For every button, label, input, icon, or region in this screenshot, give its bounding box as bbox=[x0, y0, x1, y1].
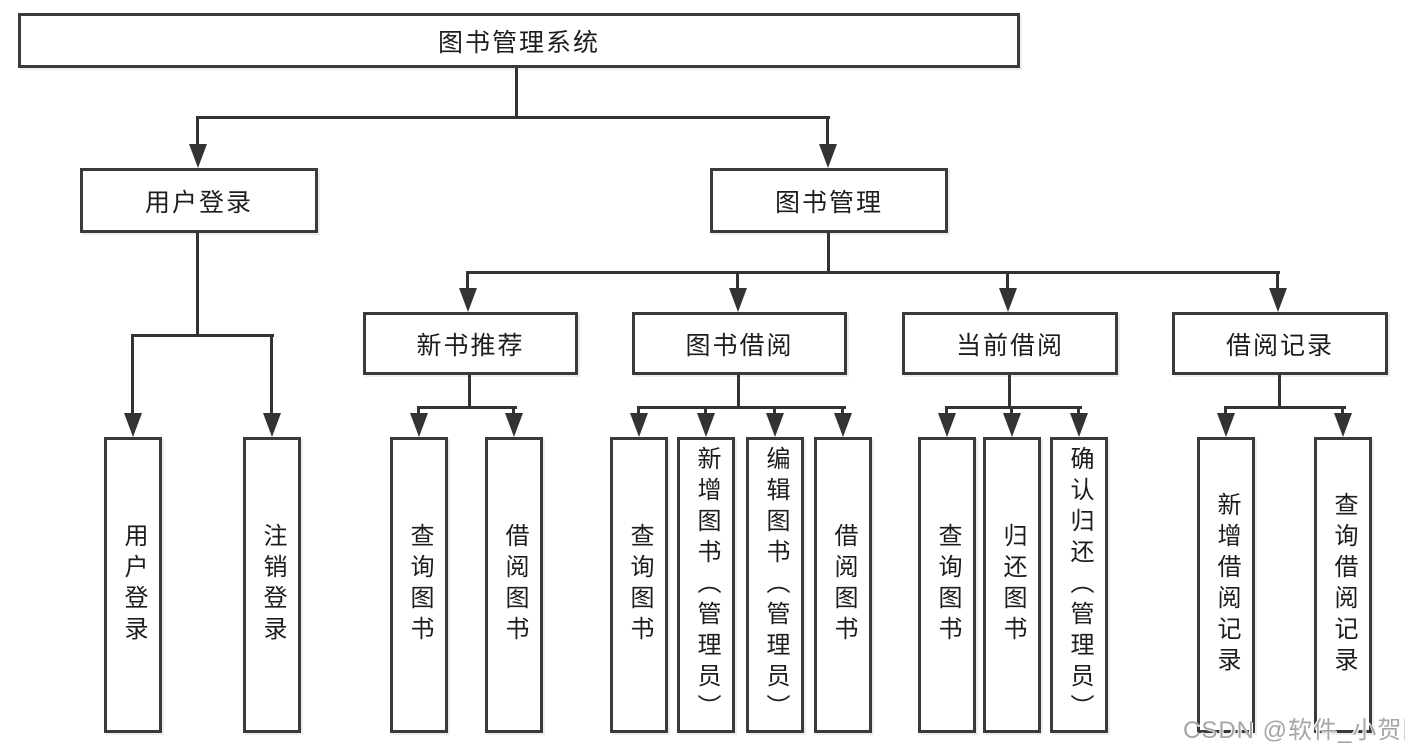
connector-book-mgmt-hline bbox=[466, 271, 1280, 274]
arrow-book-management bbox=[819, 144, 837, 168]
connector-borrow-records-trunk bbox=[1278, 375, 1281, 409]
leaf-logout: 注销登录 bbox=[243, 437, 301, 733]
connector-drop-user-login bbox=[196, 116, 199, 146]
leaf-query-books-3: 查询图书 bbox=[918, 437, 976, 733]
arrow-return-book bbox=[1003, 413, 1021, 437]
arrow-query-record bbox=[1334, 413, 1352, 437]
arrow-add-record bbox=[1217, 413, 1235, 437]
connector-drop-current-borrow bbox=[1006, 271, 1009, 290]
arrow-current-borrow bbox=[999, 288, 1017, 312]
node-book-management: 图书管理 bbox=[710, 168, 948, 233]
arrow-add-book bbox=[697, 413, 715, 437]
connector-drop-logout-leaf bbox=[270, 334, 273, 416]
node-new-book-recommend: 新书推荐 bbox=[363, 312, 578, 375]
leaf-user-login: 用户登录 bbox=[104, 437, 162, 733]
connector-current-borrow-trunk bbox=[1008, 375, 1011, 409]
node-library-management-system: 图书管理系统 bbox=[18, 13, 1020, 68]
arrow-login-leaf bbox=[124, 413, 142, 437]
connector-drop-borrow-records bbox=[1276, 271, 1279, 290]
arrow-borrow-records bbox=[1269, 288, 1287, 312]
connector-book-borrow-hline bbox=[637, 406, 846, 409]
connector-drop-query-record bbox=[1341, 406, 1344, 416]
node-borrowing-records: 借阅记录 bbox=[1172, 312, 1388, 375]
arrow-logout-leaf bbox=[263, 413, 281, 437]
leaf-borrow-books-2: 借阅图书 bbox=[814, 437, 872, 733]
csdn-watermark: CSDN @软件_小贺同学 bbox=[1183, 717, 1405, 744]
arrow-new-book bbox=[459, 288, 477, 312]
leaf-query-books-2: 查询图书 bbox=[610, 437, 668, 733]
connector-user-login-hline bbox=[131, 334, 274, 337]
connector-drop-book-management bbox=[826, 116, 829, 146]
leaf-query-borrow-record: 查询借阅记录 bbox=[1314, 437, 1372, 733]
connector-drop-query-books-3 bbox=[945, 406, 948, 416]
arrow-query-books-1 bbox=[410, 413, 428, 437]
node-user-login: 用户登录 bbox=[80, 168, 318, 233]
connector-drop-borrow-books-2 bbox=[841, 406, 844, 416]
connector-drop-add-book bbox=[704, 406, 707, 416]
arrow-query-books-2 bbox=[630, 413, 648, 437]
connector-drop-edit-book bbox=[773, 406, 776, 416]
connector-current-borrow-hline bbox=[945, 406, 1082, 409]
connector-borrow-records-hline bbox=[1224, 406, 1346, 409]
arrow-book-borrow bbox=[729, 288, 747, 312]
leaf-borrow-books-1: 借阅图书 bbox=[485, 437, 543, 733]
connector-drop-book-borrow bbox=[736, 271, 739, 290]
connector-drop-query-books-1 bbox=[417, 406, 420, 416]
connector-book-mgmt-trunk bbox=[827, 233, 830, 274]
node-book-borrowing: 图书借阅 bbox=[632, 312, 847, 375]
connector-user-login-trunk bbox=[196, 233, 199, 337]
connector-drop-login-leaf bbox=[131, 334, 134, 416]
arrow-user-login bbox=[189, 144, 207, 168]
connector-drop-add-record bbox=[1224, 406, 1227, 416]
arrow-borrow-books-2 bbox=[834, 413, 852, 437]
leaf-confirm-return-admin: 确认归还（管理员） bbox=[1050, 437, 1108, 733]
connector-drop-borrow-books-1 bbox=[512, 406, 515, 416]
connector-drop-confirm-return bbox=[1077, 406, 1080, 416]
connector-book-borrow-trunk bbox=[737, 375, 740, 409]
leaf-query-books-1: 查询图书 bbox=[390, 437, 448, 733]
connector-drop-return-book bbox=[1010, 406, 1013, 416]
connector-drop-query-books-2 bbox=[637, 406, 640, 416]
connector-root-hline bbox=[196, 116, 830, 119]
arrow-edit-book bbox=[766, 413, 784, 437]
leaf-return-book: 归还图书 bbox=[983, 437, 1041, 733]
connector-root-trunk bbox=[515, 68, 518, 119]
arrow-confirm-return bbox=[1070, 413, 1088, 437]
arrow-borrow-books-1 bbox=[505, 413, 523, 437]
leaf-edit-book-admin: 编辑图书（管理员） bbox=[746, 437, 804, 733]
node-current-borrowing: 当前借阅 bbox=[902, 312, 1118, 375]
connector-new-book-hline bbox=[417, 406, 517, 409]
connector-new-book-trunk bbox=[468, 375, 471, 409]
arrow-query-books-3 bbox=[938, 413, 956, 437]
leaf-add-borrow-record: 新增借阅记录 bbox=[1197, 437, 1255, 733]
connector-drop-new-book bbox=[466, 271, 469, 290]
leaf-add-book-admin: 新增图书（管理员） bbox=[677, 437, 735, 733]
